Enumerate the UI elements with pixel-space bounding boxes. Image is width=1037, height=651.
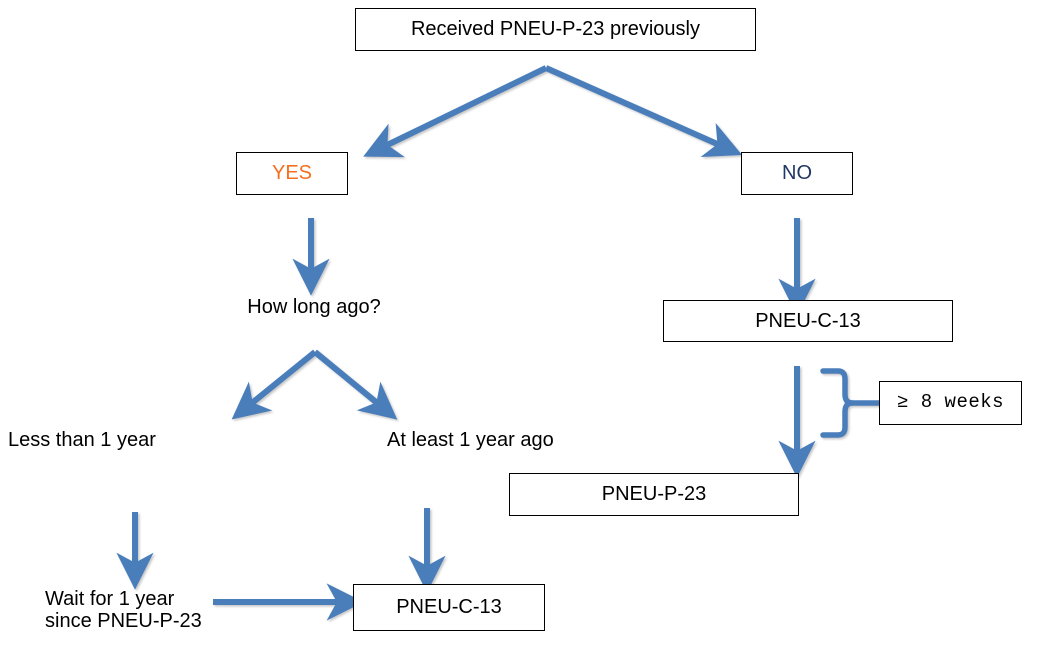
node-pneu-p-23-right[interactable]: PNEU-P-23 [509, 473, 799, 516]
node-label: PNEU-C-13 [396, 596, 502, 619]
node-label: PNEU-C-13 [755, 309, 861, 332]
node-less-than-1-year: Less than 1 year [8, 425, 228, 455]
node-label: PNEU-P-23 [601, 483, 707, 506]
node-label: YES [271, 162, 313, 185]
node-received-pneu-p-23-previously[interactable]: Received PNEU-P-23 previously [355, 8, 756, 51]
node-label: Received PNEU-P-23 previously [410, 18, 700, 41]
node-at-least-1-year-ago: At least 1 year ago [387, 425, 637, 455]
node-label: At least 1 year ago [387, 428, 554, 451]
node-no[interactable]: NO [741, 152, 853, 195]
node-label: Wait for 1 year since PNEU-P-23 [45, 588, 202, 633]
node-wait-for-1-year-since-pneu-p-23: Wait for 1 year since PNEU-P-23 [45, 588, 225, 646]
node-how-long-ago: How long ago? [216, 292, 412, 322]
node-pneu-c-13-bottom[interactable]: PNEU-C-13 [353, 584, 545, 631]
arrow-root-to-yes [363, 65, 548, 158]
node-pneu-c-13-right[interactable]: PNEU-C-13 [663, 300, 953, 342]
arrow-how-long-to-less-than-1-year [231, 349, 317, 420]
arrow-root-to-no [544, 65, 743, 157]
node-yes[interactable]: YES [236, 152, 348, 195]
brace-interval [820, 368, 855, 438]
node-interval-8-weeks[interactable]: ≥ 8 weeks [879, 381, 1022, 425]
node-label: Less than 1 year [8, 428, 156, 451]
arrow-how-long-to-at-least-1-year [313, 349, 398, 420]
node-label: How long ago? [247, 295, 381, 318]
node-label: ≥ 8 weeks [896, 391, 1005, 414]
node-label: NO [782, 162, 812, 185]
